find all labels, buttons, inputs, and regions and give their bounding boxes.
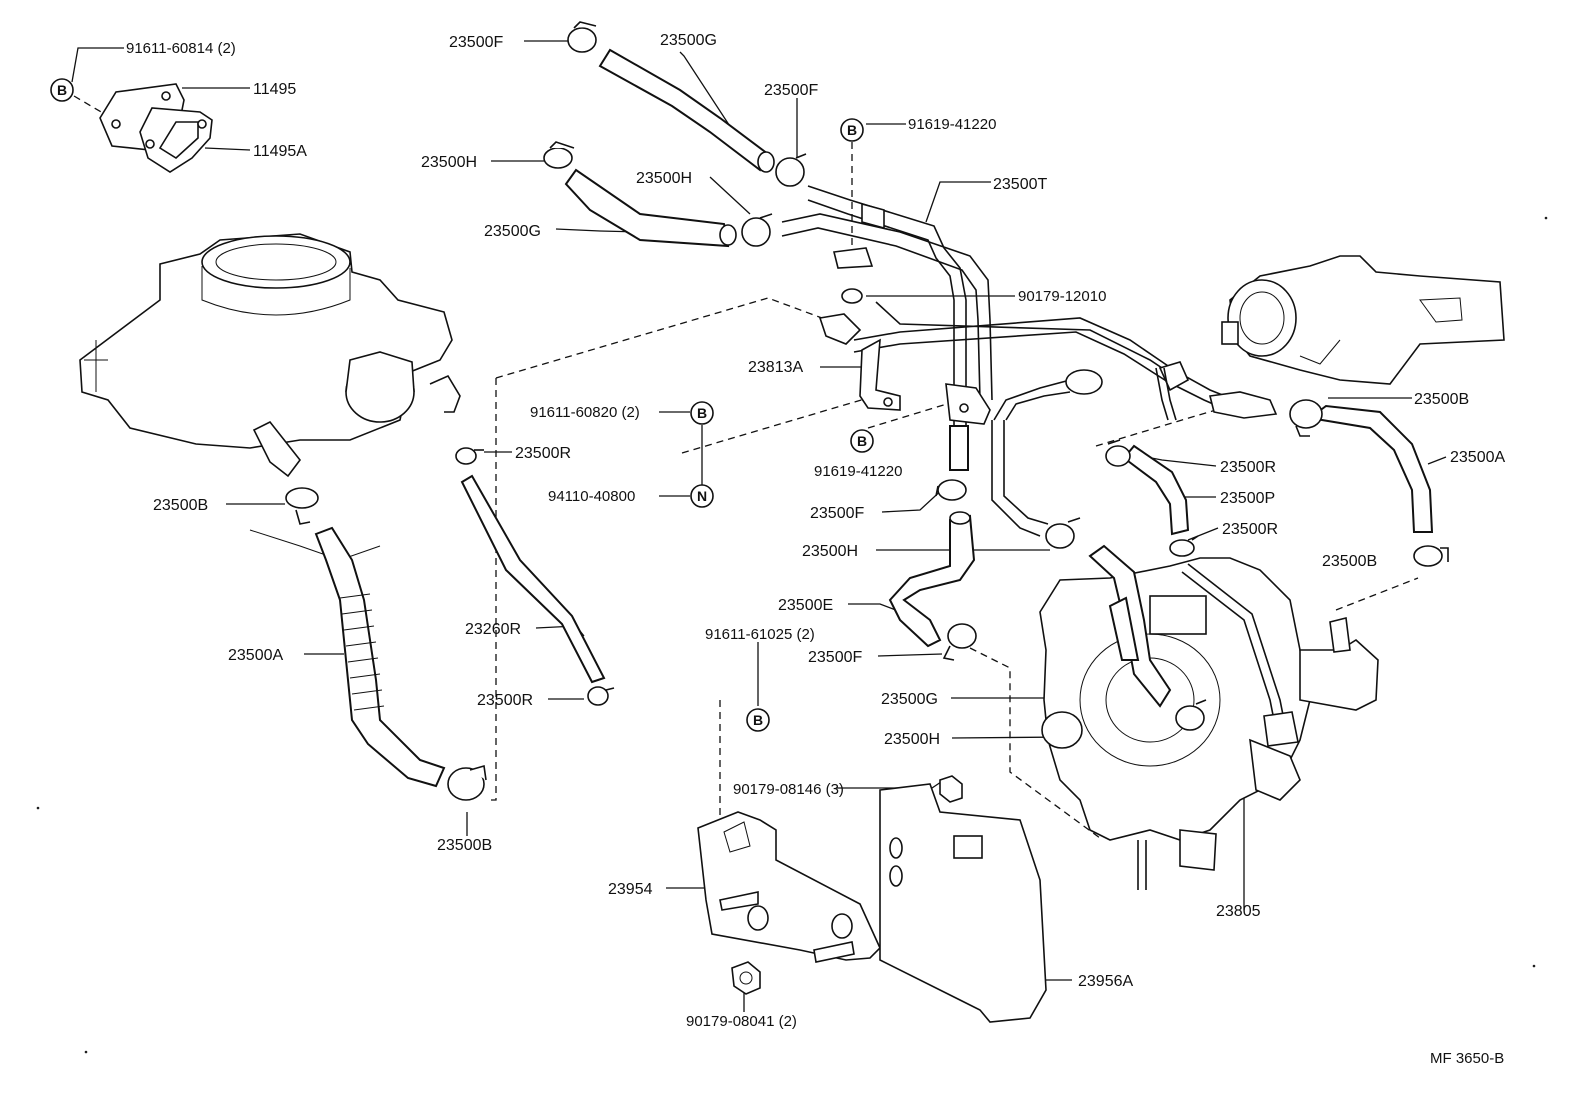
callout-23500f-d: 23500F: [808, 649, 862, 666]
hose-23500p: [1122, 444, 1190, 536]
callout-90179-12010: 90179-12010: [1018, 288, 1106, 305]
callout-11495a: 11495A: [253, 143, 307, 160]
symbol-b-mid-a: B: [690, 401, 714, 425]
callout-23500h-a: 23500H: [421, 154, 477, 171]
callout-23500f-b: 23500F: [764, 82, 818, 99]
hose-stub-mid: [949, 425, 969, 471]
symbol-b-top-mid: B: [840, 118, 864, 142]
air-intake-housing: [79, 233, 461, 561]
hose-23260r: [460, 474, 606, 684]
callout-23260r: 23260R: [465, 621, 521, 638]
clamp-23500b-left-upper: [285, 487, 319, 525]
callout-23500r-c: 23500R: [1220, 459, 1276, 476]
svg-text:B: B: [847, 122, 857, 138]
callout-23500b-d: 23500B: [1322, 553, 1377, 570]
callout-90179-08146: 90179-08146 (3): [733, 781, 844, 798]
callout-91611-60814: 91611-60814 (2): [126, 40, 236, 57]
clamp-23500r-right-a: [1105, 439, 1131, 467]
callout-91611-61025: 91611-61025 (2): [705, 626, 815, 643]
callout-23500r-a: 23500R: [515, 445, 571, 462]
callout-23500p: 23500P: [1220, 490, 1275, 507]
bracket-23954: [697, 811, 881, 963]
symbol-b-top-left: B: [50, 78, 74, 102]
hose-23500g-top: [598, 48, 775, 173]
clamp-23500f-lower: [942, 623, 977, 661]
svg-text:B: B: [697, 405, 707, 421]
clamp-23500r-right-b: [1169, 535, 1199, 557]
pipe-23500h: [991, 369, 1103, 549]
clamp-23500r-b: [587, 686, 615, 706]
hose-23500g-mid: [564, 168, 737, 248]
callout-23805: 23805: [1216, 903, 1261, 920]
callout-23500g-c: 23500G: [881, 691, 938, 708]
callout-23500a-b: 23500A: [1450, 449, 1505, 466]
clamp-23500b-right-upper: [1289, 399, 1323, 437]
callout-11495: 11495: [253, 81, 296, 98]
callout-labels: 91611-60814 (2) 11495 11495A 23500F 2350…: [126, 32, 1505, 1030]
clamp-23500r-a: [455, 447, 484, 465]
callout-23500r-d: 23500R: [1222, 521, 1278, 538]
clamp-23500b-left-lower: [447, 764, 487, 801]
callout-90179-08041: 90179-08041 (2): [686, 1013, 797, 1030]
bracket-23813a: [859, 338, 901, 411]
callout-23500e: 23500E: [778, 597, 833, 614]
callout-23500f-c: 23500F: [810, 505, 864, 522]
pipe-bracket-mid: [945, 383, 991, 425]
figure-code: MF 3650-B: [1430, 1050, 1504, 1067]
pipe-23805: [818, 301, 1278, 421]
callout-23500a-a: 23500A: [228, 647, 283, 664]
clamp-23500f-mid: [935, 479, 967, 501]
hose-23500g-lower: [1088, 544, 1172, 708]
stray-marks: [36, 216, 1548, 1054]
callout-91611-60820: 91611-60820 (2): [530, 404, 640, 421]
callout-23500h-c: 23500H: [802, 543, 858, 560]
callout-23500h-b: 23500H: [636, 170, 692, 187]
symbol-b-lower: B: [746, 708, 770, 732]
callout-23956a: 23956A: [1078, 973, 1133, 990]
clamp-23500h-left: [543, 141, 575, 169]
callout-91619-41220-b: 91619-41220: [814, 463, 902, 480]
svg-text:B: B: [57, 82, 67, 98]
hose-23500a-left: [314, 526, 446, 788]
callout-23500h-d: 23500H: [884, 731, 940, 748]
callout-23500g-b: 23500G: [484, 223, 541, 240]
svg-text:B: B: [857, 433, 867, 449]
bracket-23956a: [879, 783, 1047, 1023]
gasket-11495a: [139, 107, 213, 173]
vaporizer-assembly: [1039, 557, 1379, 890]
vacuum-unit-top-right: [1221, 255, 1505, 385]
clamp-23500b-right-lower: [1413, 545, 1449, 567]
pipe-assembly-23500t: [781, 185, 993, 460]
callout-23500b-a: 23500B: [153, 497, 208, 514]
nut-90179-08041: [731, 961, 761, 995]
callout-94110-40800: 94110-40800: [548, 488, 635, 505]
clamp-23500h-mid: [741, 213, 773, 247]
clamp-23500f-upper-mid: [775, 153, 807, 187]
clamp-23500h-lower: [1175, 699, 1207, 731]
callout-23500b-c: 23500B: [1414, 391, 1469, 408]
callout-91619-41220-a: 91619-41220: [908, 116, 996, 133]
clamp-23500f-top: [567, 21, 597, 53]
callout-23813a: 23813A: [748, 359, 803, 376]
callout-23500t: 23500T: [993, 176, 1047, 193]
nut-90179-08146: [939, 775, 963, 803]
callout-23500b-b: 23500B: [437, 837, 492, 854]
svg-text:B: B: [753, 712, 763, 728]
svg-text:N: N: [697, 488, 707, 504]
hose-23500a-right: [1307, 404, 1434, 533]
symbol-n-mid: N: [690, 484, 714, 508]
callout-23500g-a: 23500G: [660, 32, 717, 49]
callout-23500r-b: 23500R: [477, 692, 533, 709]
hose-23500e: [888, 511, 976, 648]
symbol-b-mid-b: B: [850, 429, 874, 453]
callout-23500f-a: 23500F: [449, 34, 503, 51]
callout-23954: 23954: [608, 881, 653, 898]
